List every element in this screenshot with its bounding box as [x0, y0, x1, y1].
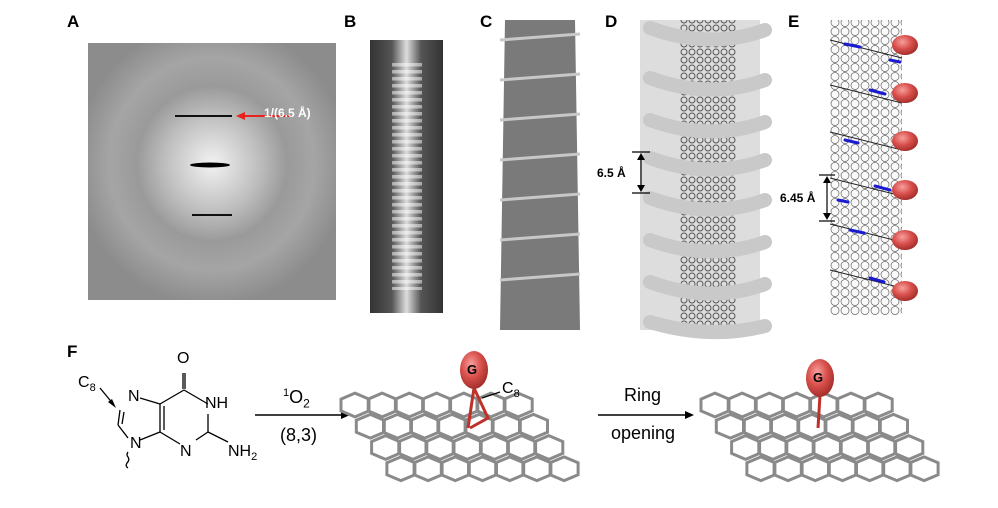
carbon-ring: [862, 391, 894, 419]
carbon-ring: [769, 412, 801, 440]
ring-opening-label-2: opening: [611, 423, 676, 443]
carbon-ring: [699, 391, 731, 419]
carbon-ring: [838, 433, 870, 462]
carbon-ring: [799, 455, 831, 483]
nanotube-sheet-1: [339, 391, 580, 483]
class-average-image: [370, 40, 443, 313]
carbon-ring: [850, 412, 882, 440]
reagent-label: 1O2: [283, 387, 310, 411]
carbon-ring: [854, 455, 886, 483]
guanine-spacing-label: 6.45 Å: [780, 191, 816, 205]
carbon-ring: [808, 391, 840, 419]
atom-o: O: [177, 350, 190, 367]
ring-opening-label-1: Ring: [624, 385, 662, 405]
c8-adduct-label: C8: [502, 380, 520, 401]
helix-pitch-label: 6.5 Å: [597, 166, 626, 180]
carbon-ring: [726, 391, 758, 419]
nanotube-sheet-2: [699, 391, 940, 483]
carbon-ring: [502, 391, 534, 419]
carbon-ring: [451, 433, 483, 462]
carbon-ring: [866, 433, 898, 462]
guanine-g-label-1: G: [467, 362, 478, 377]
carbon-ring: [784, 433, 816, 462]
cryoem-density-map: [499, 20, 581, 330]
carbon-ring: [878, 412, 909, 440]
carbon-ring: [393, 391, 425, 419]
guanine-adduct-2: [806, 359, 834, 429]
carbon-ring: [370, 433, 402, 462]
carbon-ring: [753, 391, 785, 419]
carbon-ring: [742, 412, 773, 440]
carbon-ring: [518, 412, 549, 440]
c8-pointer-label: C8: [78, 374, 96, 395]
carbon-ring: [382, 412, 413, 440]
carbon-ring: [490, 412, 522, 440]
diffraction-annotation: 1/(6.5 Å): [264, 106, 311, 120]
panel-label-b: B: [344, 12, 357, 31]
carbon-ring: [385, 455, 417, 483]
carbon-ring: [714, 412, 746, 440]
carbon-ring: [412, 455, 444, 483]
carbon-ring: [354, 412, 386, 440]
carbon-ring: [772, 455, 804, 483]
guanine-structure: [99, 373, 229, 469]
carbon-ring: [745, 455, 777, 483]
atom-n3: N: [180, 443, 192, 460]
carbon-ring: [908, 455, 940, 483]
atom-n7: N: [128, 388, 140, 405]
carbon-ring: [506, 433, 538, 462]
carbon-ring: [421, 391, 453, 419]
carbon-ring: [366, 391, 398, 419]
atom-n9: N: [130, 435, 142, 452]
atom-nh2: NH2: [228, 443, 258, 464]
panel-label-d: D: [605, 12, 618, 31]
carbon-ring: [823, 412, 855, 440]
nanotube-model: [819, 20, 918, 315]
guanine-adduct-1: [460, 351, 501, 430]
carbon-ring: [548, 455, 580, 483]
panel-label-f: F: [67, 342, 78, 361]
panel-label-c: C: [480, 12, 493, 31]
carbon-ring: [796, 412, 828, 440]
carbon-ring: [436, 412, 468, 440]
carbon-ring: [811, 433, 843, 462]
carbon-ring: [521, 455, 553, 483]
carbon-ring: [397, 433, 429, 462]
panel-label-e: E: [788, 12, 800, 31]
carbon-ring: [827, 455, 858, 483]
carbon-ring: [835, 391, 867, 419]
diffraction-pattern: [88, 43, 336, 300]
carbon-ring: [893, 433, 925, 462]
carbon-ring: [494, 455, 526, 483]
carbon-ring: [730, 433, 762, 462]
helix-model: [632, 20, 772, 340]
carbon-ring: [467, 455, 498, 483]
carbon-ring: [409, 412, 441, 440]
carbon-ring: [757, 433, 789, 462]
guanine-g-label-2: G: [813, 370, 824, 385]
carbon-ring: [424, 433, 456, 462]
atom-nh: NH: [205, 395, 229, 412]
carbon-ring: [478, 433, 510, 462]
carbon-ring: [339, 391, 371, 419]
nanotube-chirality-label: (8,3): [280, 425, 318, 445]
carbon-ring: [439, 455, 471, 483]
carbon-ring: [881, 455, 913, 483]
carbon-ring: [781, 391, 813, 419]
carbon-ring: [533, 433, 565, 462]
panel-label-a: A: [67, 12, 80, 31]
